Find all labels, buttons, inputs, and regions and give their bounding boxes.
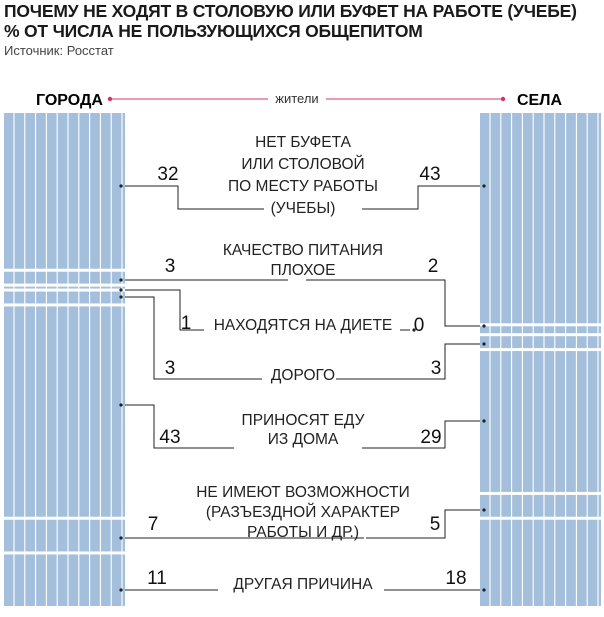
- leader-dot-left-6: [119, 588, 123, 592]
- leader-dot-left-3: [119, 295, 123, 299]
- bar-segment-left-4: [4, 306, 125, 517]
- header-dot-right: [500, 96, 506, 102]
- category-group-5: НЕ ИМЕЮТ ВОЗМОЖНОСТИ (РАЗЪЕЗДНОЙ ХАРАКТЕР…: [119, 484, 486, 541]
- category-label-0-2: ПО МЕСТУ РАБОТЫ: [228, 178, 378, 195]
- value-label-right-3: 3: [431, 358, 442, 379]
- category-label-0-1: ИЛИ СТОЛОВОЙ: [241, 155, 364, 173]
- value-label-left-1: 3: [165, 256, 176, 277]
- leader-line-left-3: [125, 296, 262, 380]
- category-label-5-0: НЕ ИМЕЮТ ВОЗМОЖНОСТИ: [196, 484, 410, 501]
- chart-title: ПОЧЕМУ НЕ ХОДЯТ В СТОЛОВУЮ ИЛИ БУФЕТ НА …: [4, 1, 577, 21]
- category-group-0: НЕТ БУФЕТА ИЛИ СТОЛОВОЙ ПО МЕСТУ РАБОТЫ (УЧ…: [119, 134, 486, 217]
- value-label-left-6: 11: [147, 568, 167, 589]
- leader-dot-left-0: [119, 184, 123, 188]
- category-label-6-0: ДРУГАЯ ПРИЧИНА: [233, 576, 373, 593]
- category-label-2-0: НАХОДЯТСЯ НА ДИЕТЕ: [214, 317, 393, 334]
- value-label-right-6: 18: [445, 568, 466, 589]
- series-label-cities: ГОРОДА: [36, 92, 103, 109]
- bar-segment-right-0: [480, 113, 601, 324]
- value-label-right-5: 5: [430, 514, 441, 535]
- bar-segment-right-3: [480, 336, 601, 349]
- value-label-left-5: 7: [148, 514, 159, 535]
- bar-segment-right-4: [480, 351, 601, 492]
- category-group-1: КАЧЕСТВО ПИТАНИЯ ПЛОХОЕ 3 2: [119, 242, 486, 328]
- bar-segment-left-6: [4, 554, 125, 606]
- bar-segment-right-1: [480, 326, 601, 334]
- category-label-1-0: КАЧЕСТВО ПИТАНИЯ: [223, 242, 383, 259]
- leader-dot-right-6: [482, 588, 486, 592]
- category-label-5-1: (РАЗЪЕЗДНОЙ ХАРАКТЕР: [206, 503, 400, 521]
- source-note: Источник: Росстат: [4, 43, 114, 58]
- value-label-right-1: 2: [428, 256, 439, 277]
- bar-segment-left-1: [4, 271, 125, 284]
- leader-dot-right-1: [482, 324, 486, 328]
- leader-line-right-5: [366, 509, 480, 539]
- category-label-5-2: РАБОТЫ И ДР.): [247, 524, 359, 541]
- bar-segment-left-5: [4, 519, 125, 552]
- value-label-right-4: 29: [420, 427, 441, 448]
- leader-dot-right-2: [412, 328, 416, 332]
- leader-line-right-1: [306, 279, 480, 327]
- leader-dot-right-5: [482, 508, 486, 512]
- value-label-right-0: 43: [419, 164, 440, 185]
- value-label-left-2: 1: [181, 313, 192, 334]
- value-label-right-2: 0: [414, 315, 425, 336]
- bar-segment-left-3: [4, 291, 125, 304]
- category-label-3-0: ДОРОГО: [271, 367, 335, 384]
- value-label-left-3: 3: [165, 358, 176, 379]
- leader-line-left-4: [125, 404, 234, 449]
- value-label-left-0: 32: [157, 164, 178, 185]
- chart-subtitle: % ОТ ЧИСЛА НЕ ПОЛЬЗУЮЩИХСЯ ОБЩЕПИТОМ: [4, 21, 423, 41]
- bar-segment-right-6: [480, 519, 601, 606]
- leader-dot-right-4: [482, 419, 486, 423]
- category-label-4-0: ПРИНОСЯТ ЕДУ: [242, 412, 365, 429]
- value-label-left-4: 43: [159, 427, 180, 448]
- category-group-3: ДОРОГО 3 3: [119, 295, 486, 384]
- leader-line-right-0: [362, 185, 480, 210]
- series-label-villages: СЕЛА: [517, 92, 562, 109]
- leader-dot-left-4: [119, 403, 123, 407]
- group-label: жители: [275, 91, 318, 106]
- leader-line-left-0: [125, 185, 264, 210]
- category-label-1-1: ПЛОХОЕ: [271, 262, 336, 279]
- bar-segment-left-0: [4, 113, 125, 269]
- leader-dot-left-2: [119, 288, 123, 292]
- leader-line-left-2: [125, 289, 204, 331]
- category-group-4: ПРИНОСЯТ ЕДУ ИЗ ДОМА 43 29: [119, 403, 486, 449]
- bar-segment-right-5: [480, 494, 601, 517]
- leader-line-right-4: [362, 420, 480, 449]
- leader-line-right-3: [336, 343, 480, 380]
- category-label-4-1: ИЗ ДОМА: [268, 431, 339, 448]
- leader-dot-right-0: [482, 184, 486, 188]
- leader-dot-right-3: [482, 342, 486, 346]
- header-dot-left: [107, 96, 113, 102]
- bar-segment-left-2: [4, 286, 125, 289]
- leader-dot-left-1: [119, 278, 123, 282]
- category-label-0-0: НЕТ БУФЕТА: [255, 134, 352, 151]
- category-label-0-3: (УЧЕБЫ): [271, 200, 336, 217]
- category-group-2: НАХОДЯТСЯ НА ДИЕТЕ 1 0: [119, 288, 424, 336]
- leader-dot-left-5: [119, 536, 123, 540]
- category-group-6: ДРУГАЯ ПРИЧИНА 11 18: [119, 568, 486, 593]
